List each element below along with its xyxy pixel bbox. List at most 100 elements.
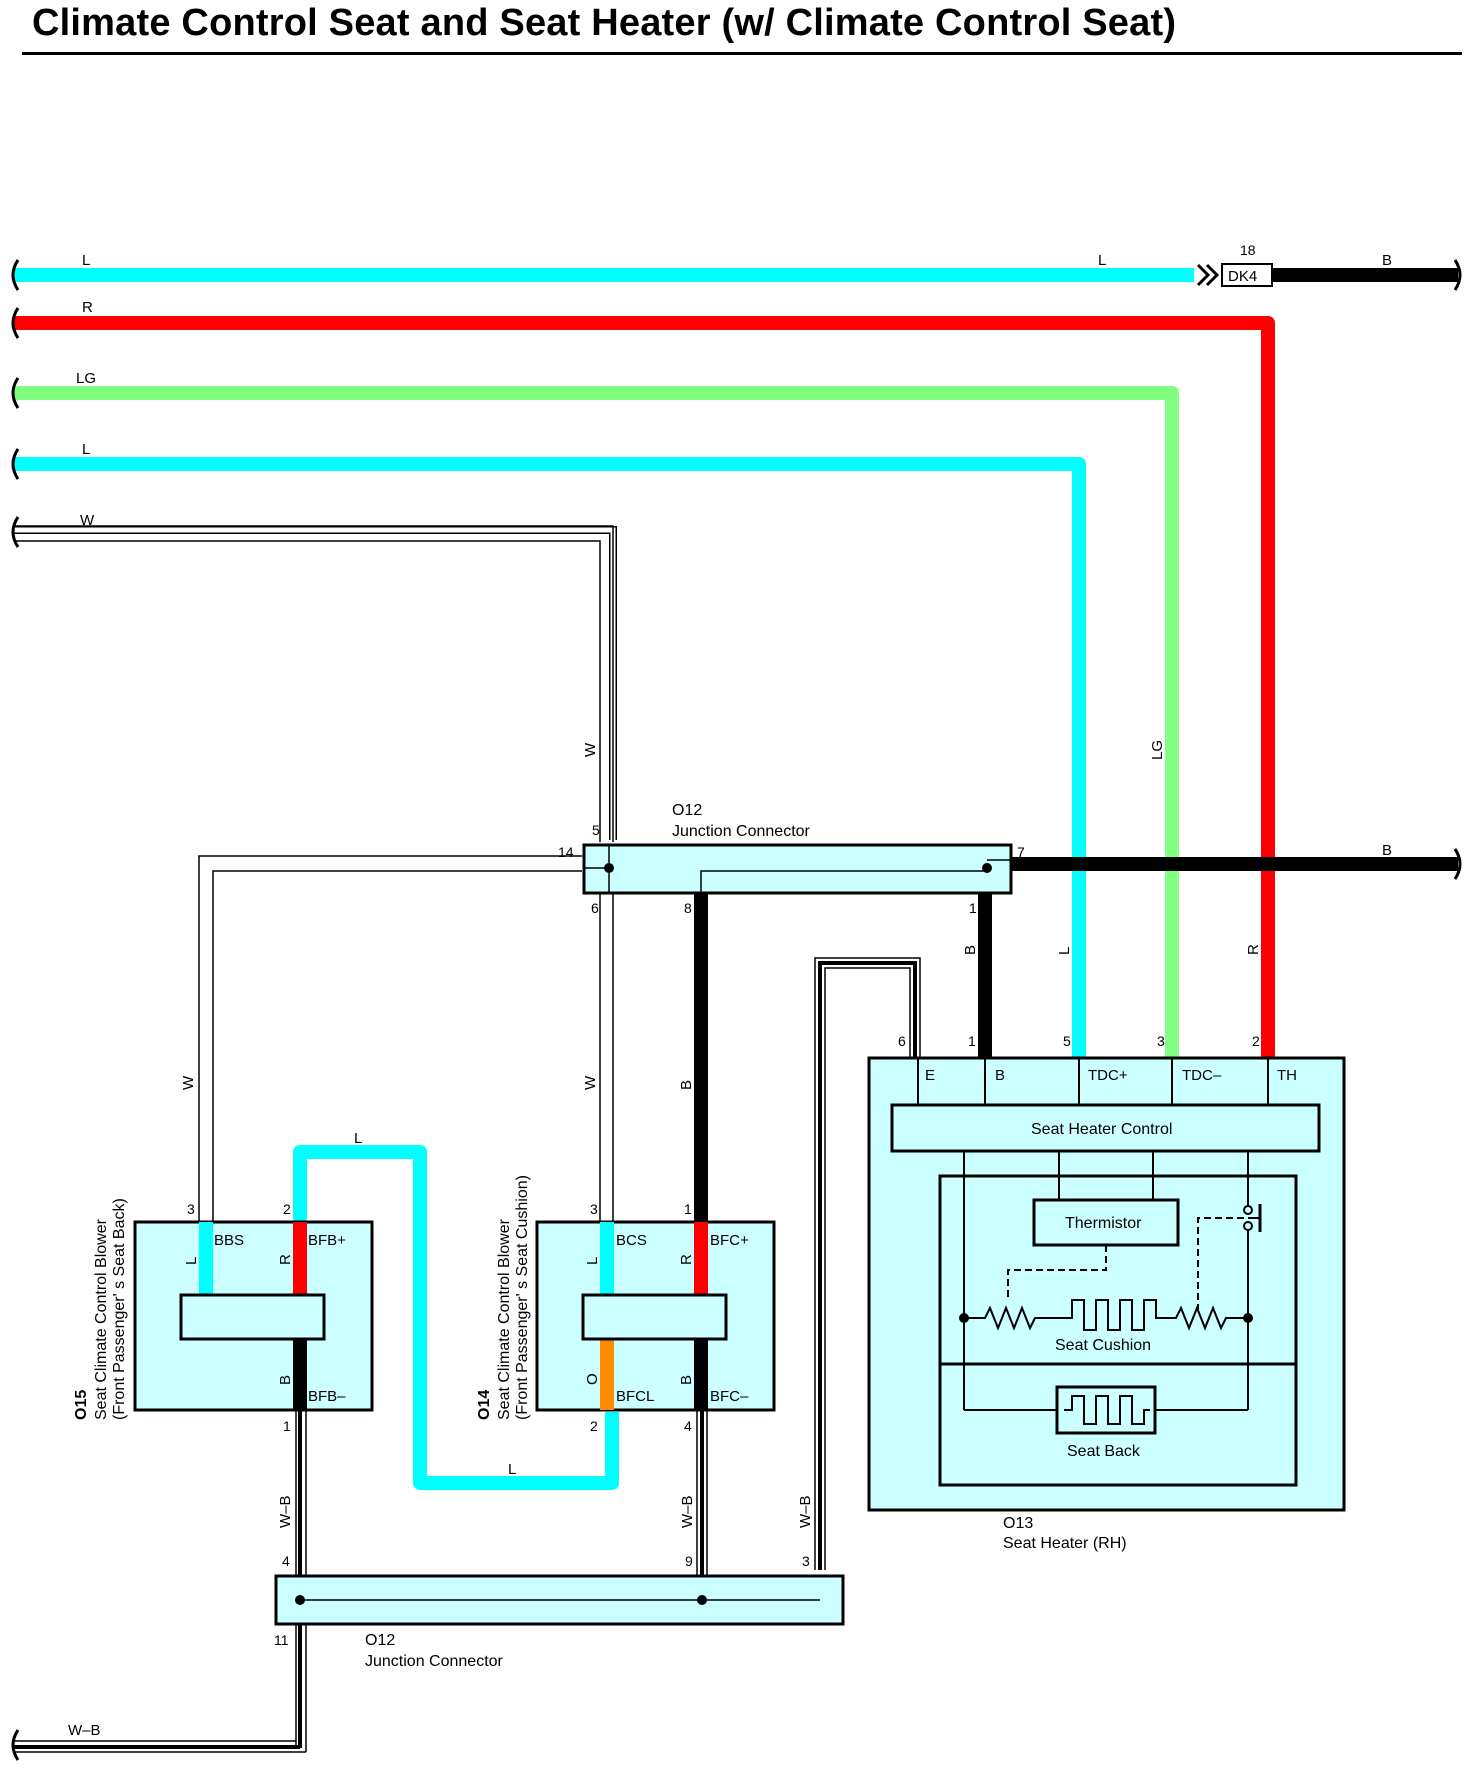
o12-bottom-name: Junction Connector [365, 1653, 504, 1670]
o14-wire-o: O [584, 1373, 601, 1385]
wire-label-top-l-right: L [1098, 252, 1106, 269]
o14-pin-4: 4 [684, 1418, 692, 1434]
o13-seat-heater [867, 1056, 1346, 1512]
o14-pin-1: 1 [684, 1201, 692, 1217]
o14-blower [535, 1220, 776, 1412]
wire-label-lg-vertical: LG [1149, 740, 1166, 760]
o13-pin-2: 2 [1252, 1033, 1260, 1049]
wire-wb-right [814, 957, 921, 1570]
o13-terminal-e: E [925, 1067, 935, 1084]
wire-label-wb-mid: W–B [679, 1495, 696, 1528]
o12-top-junction [582, 843, 1013, 895]
o15-terminal-bbs: BBS [214, 1232, 244, 1249]
o12-top-pin-7: 7 [1017, 844, 1025, 860]
o12-top-pin-1: 1 [969, 900, 977, 916]
o14-wire-b: B [678, 1375, 695, 1385]
o13-name: Seat Heater (RH) [1003, 1535, 1127, 1552]
o14-wire-l: L [584, 1257, 601, 1265]
o13-control-label: Seat Heater Control [1031, 1121, 1172, 1138]
o15-blower [133, 1220, 374, 1412]
o14-terminal-bfc-plus: BFC+ [710, 1232, 749, 1249]
title-rule [22, 52, 1462, 55]
o14-terminal-bcs: BCS [616, 1232, 647, 1249]
o15-wire-l: L [183, 1257, 200, 1265]
o13-terminal-tdc-plus: TDC+ [1088, 1067, 1128, 1084]
o13-pin-6: 6 [898, 1033, 906, 1049]
o14-name-2: (Front Passenger' s Seat Cushion) [514, 1175, 531, 1420]
wire-lg [14, 386, 1179, 1058]
o13-pin-1: 1 [968, 1033, 976, 1049]
o14-terminal-bfc-minus: BFC– [710, 1388, 749, 1405]
wire-label-l-loop-bottom: L [508, 1461, 516, 1478]
wire-label-b-mid: B [678, 1080, 695, 1090]
o14-terminal-bfcl: BFCL [616, 1388, 654, 1405]
o12-bottom-pin-11: 11 [274, 1632, 289, 1648]
wire-label-l2: L [82, 441, 90, 458]
o13-pin-3: 3 [1157, 1033, 1165, 1049]
o14-pin-3: 3 [590, 1201, 598, 1217]
o12-top-code: O12 [672, 802, 702, 819]
o14-pin-2: 2 [590, 1418, 598, 1434]
o13-seat-cushion-label: Seat Cushion [1055, 1337, 1151, 1354]
o12-bottom-pin-3: 3 [802, 1553, 810, 1569]
wire-label-w-left: W [180, 1075, 197, 1090]
wire-label-b-junction-right: B [1382, 842, 1392, 859]
wire-wb-mid [696, 1410, 708, 1600]
o15-wire-r: R [277, 1254, 294, 1265]
wire-label-wb-right: W–B [797, 1495, 814, 1528]
o13-thermistor-label: Thermistor [1065, 1215, 1142, 1232]
wire-label-r-o13: R [1245, 944, 1262, 955]
page-title: Climate Control Seat and Seat Heater (w/… [32, 2, 1177, 44]
o12-bottom-code: O12 [365, 1632, 395, 1649]
o13-pin-5: 5 [1063, 1033, 1071, 1049]
wire-label-top-b: B [1382, 252, 1392, 269]
o12-top-pin-8: 8 [684, 900, 692, 916]
wires [14, 263, 1458, 1753]
wire-label-top-l: L [82, 252, 90, 269]
o12-bottom-junction [274, 1574, 845, 1626]
wire-label-l-o13: L [1056, 947, 1073, 955]
o12-bottom-pin-4: 4 [282, 1553, 290, 1569]
wire-label-wb-bottom: W–B [68, 1722, 101, 1739]
wire-end-brackets [11, 259, 1462, 1761]
wire-label-w-mid: W [582, 1075, 599, 1090]
wire-label-r: R [82, 299, 93, 316]
wire-wb-bottom [14, 1740, 306, 1753]
o14-name-1: Seat Climate Control Blower [496, 1218, 513, 1420]
o15-pin-3: 3 [187, 1201, 195, 1217]
o15-terminal-bfb-plus: BFB+ [308, 1232, 346, 1249]
o15-pin-2: 2 [283, 1201, 291, 1217]
o12-top-pin-14: 14 [558, 844, 574, 860]
wire-r [14, 316, 1275, 1058]
wire-label-b-o13: B [962, 945, 979, 955]
wire-label-l-loop-top: L [354, 1130, 362, 1147]
dk4-pin: 18 [1240, 242, 1256, 258]
o13-code: O13 [1003, 1515, 1033, 1532]
o15-name-2: (Front Passenger' s Seat Back) [111, 1198, 128, 1420]
o15-terminal-bfb-minus: BFB– [308, 1388, 346, 1405]
o14-wire-r: R [678, 1254, 695, 1265]
o13-seat-back-label: Seat Back [1067, 1443, 1141, 1460]
wire-w-left [198, 855, 582, 1222]
connector-arrow-icon-2 [1205, 263, 1220, 287]
o12-top-pin-5: 5 [592, 822, 600, 838]
dk4-connector: DK4 18 [1221, 242, 1273, 287]
o12-bottom-pin-9: 9 [685, 1553, 693, 1569]
o13-terminal-th: TH [1277, 1067, 1297, 1084]
o14-code: O14 [476, 1390, 493, 1420]
o15-pin-1: 1 [283, 1418, 291, 1434]
wire-w [14, 526, 617, 840]
wire-label-w: W [80, 512, 95, 529]
dk4-label: DK4 [1228, 268, 1257, 285]
o15-name-1: Seat Climate Control Blower [93, 1218, 110, 1420]
wire-l-loop [293, 1145, 619, 1490]
wire-label-wb-left: W–B [277, 1495, 294, 1528]
o13-terminal-tdc-minus: TDC– [1182, 1067, 1222, 1084]
wire-w-double [14, 525, 614, 842]
connector-arrow-icon [1196, 263, 1211, 287]
wire-label-w-vertical: W [582, 742, 599, 757]
wire-w-left-b [212, 870, 582, 1222]
o13-terminal-b: B [995, 1067, 1005, 1084]
o12-top-name: Junction Connector [672, 823, 811, 840]
